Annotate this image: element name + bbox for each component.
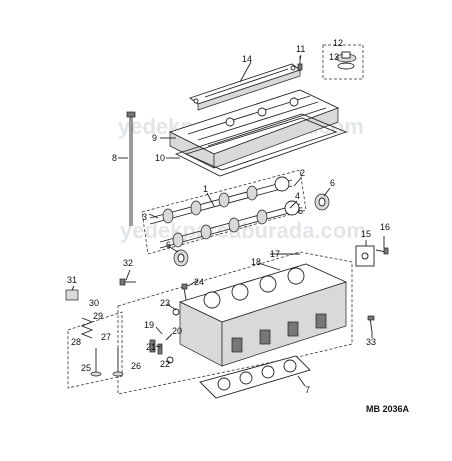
- label-11: 11: [296, 44, 305, 54]
- part-10-cover-gasket: [174, 113, 348, 177]
- part-15-housing: [355, 245, 375, 267]
- part-8-long-stud: [126, 111, 136, 226]
- label-17: 17: [270, 249, 280, 259]
- label-32: 32: [123, 258, 133, 268]
- part-24-bolt: [181, 283, 188, 301]
- label-24: 24: [194, 277, 204, 287]
- part-12-oil-filler-cap: [335, 51, 357, 70]
- label-1: 1: [203, 184, 208, 194]
- part-6-oil-seal-left: [173, 249, 189, 267]
- part-26-valve-exhaust: [112, 348, 124, 377]
- label-27: 27: [101, 332, 111, 342]
- label-30: 30: [89, 298, 99, 308]
- label-5: 5: [298, 206, 303, 216]
- part-29-valve-spring: [80, 317, 94, 339]
- label-2: 2: [300, 168, 305, 178]
- label-29: 29: [93, 311, 103, 321]
- label-14: 14: [242, 54, 252, 64]
- label-13: 13: [329, 52, 339, 62]
- leader-lines: [71, 54, 385, 387]
- label-3: 3: [142, 212, 147, 222]
- label-22: 22: [160, 359, 170, 369]
- label-7: 7: [305, 385, 310, 395]
- label-26: 26: [131, 361, 141, 371]
- part-22-seal: [166, 356, 174, 364]
- label-16: 16: [380, 222, 390, 232]
- label-8: 8: [112, 153, 117, 163]
- label-18: 18: [251, 257, 261, 267]
- part-22-guide: [157, 343, 163, 355]
- label-31: 31: [67, 275, 77, 285]
- part-23-plug: [172, 308, 180, 316]
- label-10: 10: [155, 153, 165, 163]
- part-21-guide: [149, 339, 156, 353]
- label-9: 9: [152, 133, 157, 143]
- valve-group-box: [67, 311, 123, 389]
- part-16-bolt: [375, 247, 389, 255]
- figure-reference: MB 2036A: [366, 404, 410, 414]
- part-1-camshaft-inlet: [149, 176, 293, 225]
- label-20: 20: [172, 326, 182, 336]
- label-25: 25: [81, 363, 91, 373]
- part-cylinder-head: [178, 263, 348, 367]
- label-33: 33: [366, 337, 376, 347]
- part-32-stud: [119, 278, 136, 286]
- label-6-right: 6: [330, 178, 335, 188]
- label-6-left: 6: [166, 240, 171, 250]
- label-12: 12: [333, 38, 343, 48]
- label-15: 15: [361, 229, 371, 239]
- label-21: 21: [146, 342, 156, 352]
- part-31-tappet: [65, 289, 79, 301]
- part-7-head-gasket: [199, 355, 311, 399]
- label-19: 19: [144, 320, 154, 330]
- watermark-middle: yedekparcaburada.com: [120, 218, 366, 243]
- label-4: 4: [295, 191, 300, 201]
- part-4-camshaft-exhaust: [159, 200, 301, 249]
- part-33-stud: [367, 315, 375, 333]
- camshaft-group-box: [141, 169, 307, 255]
- part-25-valve-inlet: [90, 348, 102, 377]
- filler-cap-group-box: [322, 44, 364, 80]
- part-6-oil-seal-right: [314, 193, 330, 211]
- label-23: 23: [160, 298, 170, 308]
- label-28: 28: [71, 337, 81, 347]
- part-14-cover-strip: [189, 63, 301, 111]
